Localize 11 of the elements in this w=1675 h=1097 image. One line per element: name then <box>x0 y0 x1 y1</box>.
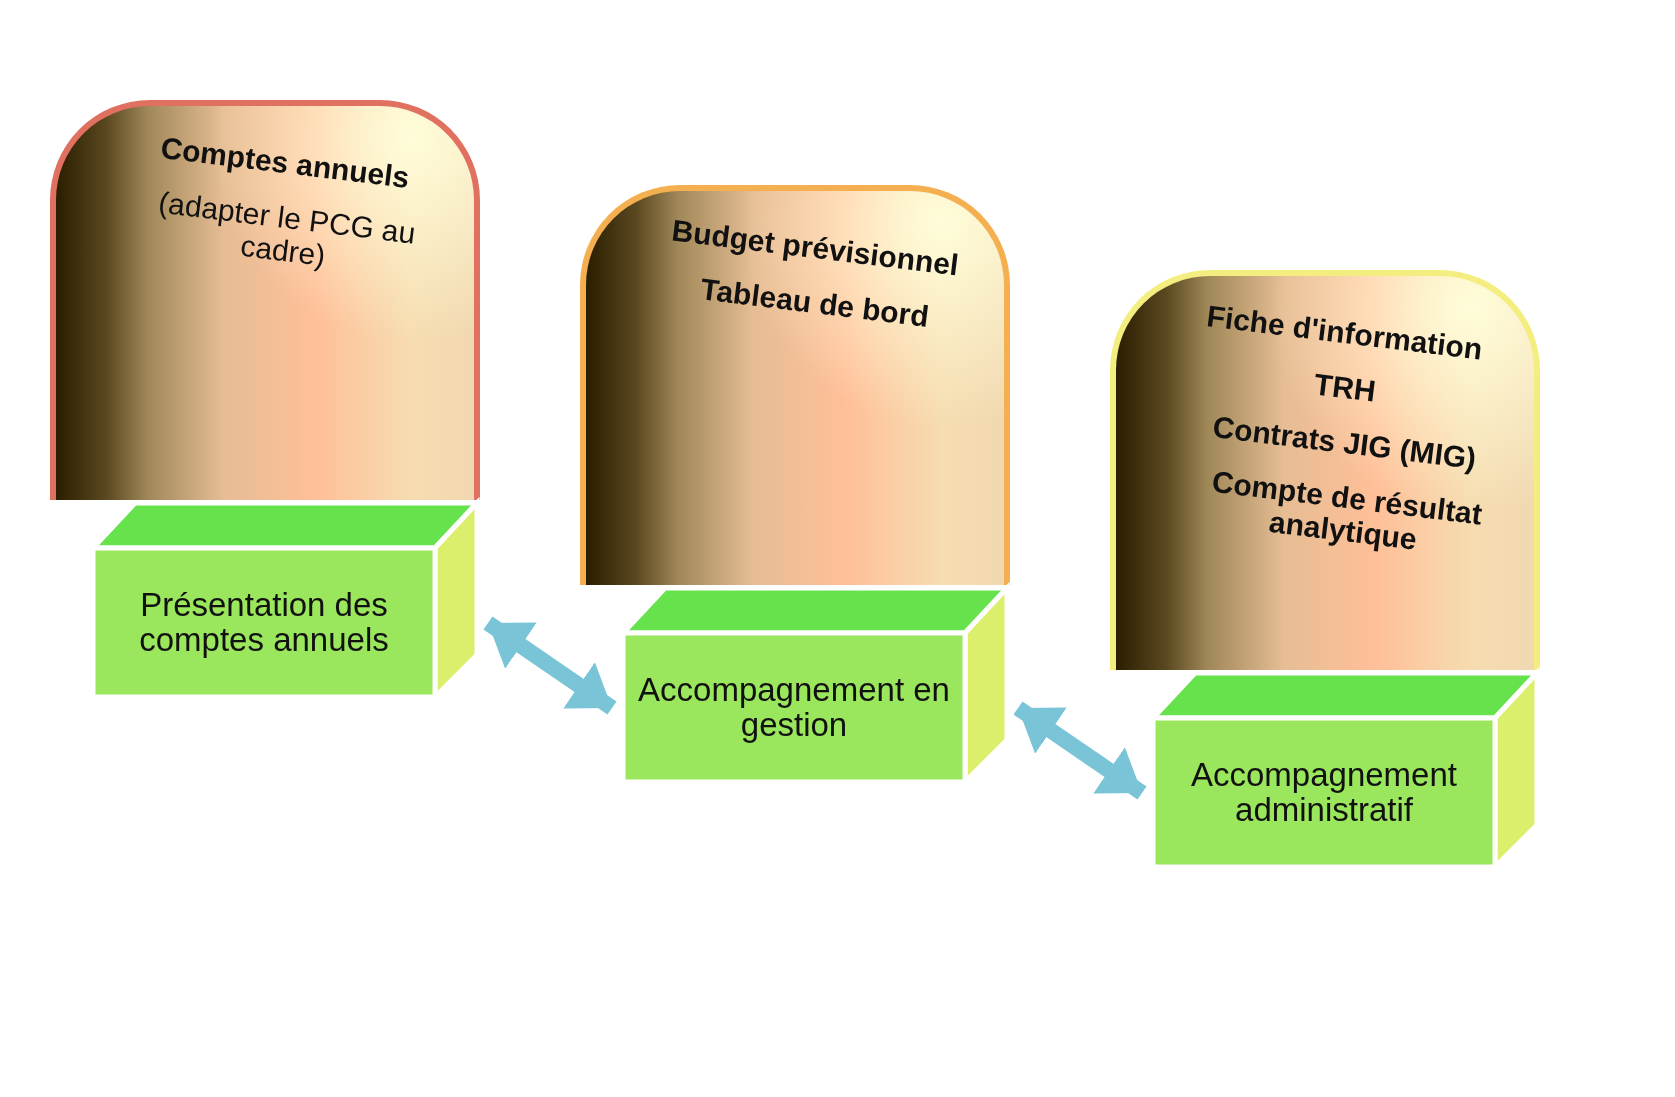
box-label: Accompagnement en gestion <box>637 672 951 743</box>
box-label: Présentation des comptes annuels <box>138 587 390 658</box>
box-label: Accompagnement administratif <box>1190 757 1458 828</box>
rounded-panel <box>580 185 1010 585</box>
rounded-panel <box>50 100 480 500</box>
panel-text: Fiche d'information <box>1205 299 1485 366</box>
rounded-panel <box>1110 270 1540 670</box>
panel-text: Tableau de bord <box>699 272 931 333</box>
double-arrow <box>1013 701 1147 800</box>
double-arrow <box>483 616 617 715</box>
panel-text: TRH <box>1312 367 1378 408</box>
